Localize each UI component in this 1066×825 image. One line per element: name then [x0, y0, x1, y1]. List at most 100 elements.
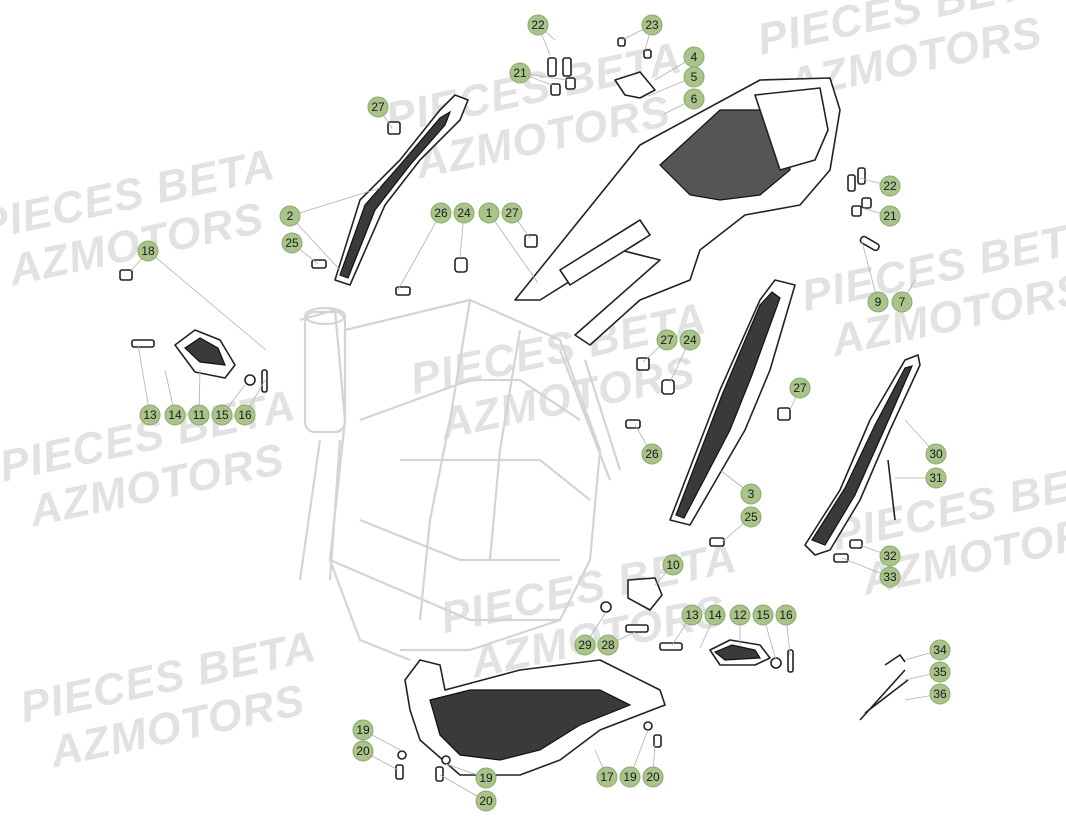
- callout-25[interactable]: 25: [281, 232, 303, 254]
- callout-24[interactable]: 24: [453, 202, 475, 224]
- callout-5[interactable]: 5: [683, 66, 705, 88]
- callout-label: 23: [645, 18, 659, 32]
- hardware: [119, 37, 909, 782]
- callout-label: 19: [623, 770, 637, 784]
- callout-27[interactable]: 27: [789, 377, 811, 399]
- callout-label: 27: [371, 100, 385, 114]
- callout-35[interactable]: 35: [929, 661, 951, 683]
- callout-16[interactable]: 16: [775, 604, 797, 626]
- callout-label: 32: [883, 549, 897, 563]
- callout-17[interactable]: 17: [596, 766, 618, 788]
- callout-label: 4: [691, 50, 698, 64]
- callout-label: 36: [933, 687, 947, 701]
- callouts: 22 23 4 21 5 6 27 2 26 24 1 27 22 21 25 …: [137, 14, 951, 812]
- callout-label: 28: [601, 638, 615, 652]
- callout-11[interactable]: 11: [188, 404, 210, 426]
- callout-label: 2: [287, 209, 294, 223]
- callout-27[interactable]: 27: [656, 329, 678, 351]
- callout-21[interactable]: 21: [509, 62, 531, 84]
- callout-13[interactable]: 13: [681, 604, 703, 626]
- callout-label: 13: [685, 608, 699, 622]
- callout-22[interactable]: 22: [879, 175, 901, 197]
- callout-label: 22: [531, 18, 545, 32]
- left-footpeg: [174, 329, 236, 379]
- callout-label: 24: [683, 333, 697, 347]
- callout-24[interactable]: 24: [679, 329, 701, 351]
- callout-label: 25: [744, 510, 758, 524]
- callout-15[interactable]: 15: [211, 404, 233, 426]
- callout-label: 20: [356, 744, 370, 758]
- callout-34[interactable]: 34: [929, 639, 951, 661]
- rear-subframe: [514, 77, 841, 346]
- callout-label: 34: [933, 643, 947, 657]
- callout-27[interactable]: 27: [501, 202, 523, 224]
- callout-28[interactable]: 28: [597, 634, 619, 656]
- callout-18[interactable]: 18: [137, 240, 159, 262]
- callout-3[interactable]: 3: [740, 483, 762, 505]
- callout-26[interactable]: 26: [641, 443, 663, 465]
- callout-label: 18: [141, 244, 155, 258]
- callout-label: 31: [929, 471, 943, 485]
- callout-20[interactable]: 20: [642, 766, 664, 788]
- callout-1[interactable]: 1: [478, 202, 500, 224]
- callout-4[interactable]: 4: [683, 46, 705, 68]
- callout-label: 21: [883, 209, 897, 223]
- callout-2[interactable]: 2: [279, 205, 301, 227]
- callout-14[interactable]: 14: [704, 604, 726, 626]
- callout-19[interactable]: 19: [475, 767, 497, 789]
- callout-9[interactable]: 9: [867, 291, 889, 313]
- callout-label: 26: [645, 447, 659, 461]
- callout-29[interactable]: 29: [574, 634, 596, 656]
- callout-label: 27: [660, 333, 674, 347]
- callout-label: 27: [793, 381, 807, 395]
- callout-25[interactable]: 25: [740, 506, 762, 528]
- callout-15[interactable]: 15: [752, 604, 774, 626]
- callout-label: 30: [929, 447, 943, 461]
- callout-label: 19: [356, 723, 370, 737]
- callout-22[interactable]: 22: [527, 14, 549, 36]
- callout-label: 7: [899, 295, 906, 309]
- callout-32[interactable]: 32: [879, 545, 901, 567]
- callout-7[interactable]: 7: [891, 291, 913, 313]
- callout-label: 16: [779, 608, 793, 622]
- callout-label: 29: [578, 638, 592, 652]
- callout-21[interactable]: 21: [879, 205, 901, 227]
- callout-20[interactable]: 20: [475, 790, 497, 812]
- callout-label: 26: [434, 206, 448, 220]
- callout-12[interactable]: 12: [729, 604, 751, 626]
- callout-6[interactable]: 6: [683, 88, 705, 110]
- callout-label: 3: [748, 487, 755, 501]
- callout-label: 10: [666, 558, 680, 572]
- callout-14[interactable]: 14: [164, 404, 186, 426]
- callout-19[interactable]: 19: [619, 766, 641, 788]
- callout-label: 13: [143, 408, 157, 422]
- callout-label: 12: [733, 608, 747, 622]
- callout-label: 22: [883, 179, 897, 193]
- callout-13[interactable]: 13: [139, 404, 161, 426]
- callout-36[interactable]: 36: [929, 683, 951, 705]
- callout-label: 11: [193, 408, 206, 422]
- callout-20[interactable]: 20: [352, 740, 374, 762]
- callout-19[interactable]: 19: [352, 719, 374, 741]
- callout-label: 35: [933, 665, 947, 679]
- callout-label: 15: [215, 408, 229, 422]
- callout-16[interactable]: 16: [234, 404, 256, 426]
- callout-30[interactable]: 30: [925, 443, 947, 465]
- callout-33[interactable]: 33: [879, 566, 901, 588]
- callout-10[interactable]: 10: [662, 554, 684, 576]
- callout-label: 14: [168, 408, 182, 422]
- callout-23[interactable]: 23: [641, 14, 663, 36]
- callout-26[interactable]: 26: [430, 202, 452, 224]
- callout-label: 33: [883, 570, 897, 584]
- callout-label: 24: [457, 206, 471, 220]
- callout-label: 9: [875, 295, 882, 309]
- callout-label: 14: [708, 608, 722, 622]
- callout-31[interactable]: 31: [925, 467, 947, 489]
- callout-label: 16: [238, 408, 252, 422]
- callout-label: 27: [505, 206, 519, 220]
- callout-27[interactable]: 27: [367, 96, 389, 118]
- main-frame: [298, 298, 622, 662]
- leader-lines: [129, 24, 941, 802]
- callout-label: 19: [479, 771, 493, 785]
